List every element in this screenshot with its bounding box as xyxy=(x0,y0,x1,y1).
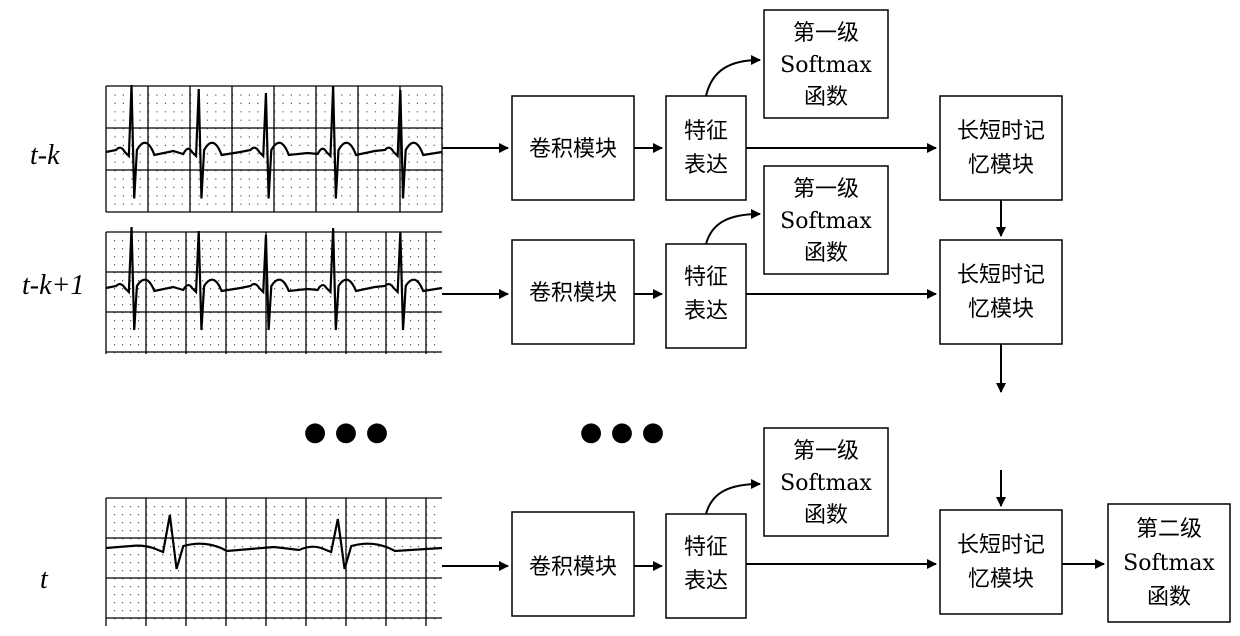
softmax1-label-line2: Softmax xyxy=(780,471,872,496)
softmax1-label-line3: 函数 xyxy=(804,85,848,110)
lstm-label-line2: 忆模块 xyxy=(968,153,1034,178)
ecg-strip-t-k-plus-1 xyxy=(106,227,442,354)
conv-block-label: 卷积模块 xyxy=(529,555,617,580)
softmax1-block-1: 第一级 Softmax 函数 xyxy=(764,10,888,118)
time-label-t-k: t-k xyxy=(30,140,60,171)
softmax1-label-line1: 第一级 xyxy=(793,21,859,46)
conv-block-3: 卷积模块 xyxy=(512,512,634,616)
arrow-feature-to-softmax1-1 xyxy=(706,60,760,96)
conv-block-2: 卷积模块 xyxy=(512,240,634,344)
feature-label-line1: 特征 xyxy=(684,265,728,290)
ecg-grid-dots xyxy=(114,240,435,353)
arrow-feature-to-softmax1-2 xyxy=(706,214,760,244)
lstm-label-line1: 长短时记 xyxy=(957,263,1045,288)
time-label-t-k-plus-1: t-k+1 xyxy=(22,270,84,301)
ecg-strip-t xyxy=(106,498,442,626)
softmax2-block: 第二级 Softmax 函数 xyxy=(1108,504,1230,622)
ecg-trace xyxy=(106,227,442,330)
softmax1-block-2: 第一级 Softmax 函数 xyxy=(764,166,888,274)
feature-block-1: 特征 表达 xyxy=(666,96,746,200)
lstm-label-line1: 长短时记 xyxy=(957,119,1045,144)
softmax2-label-line1: 第二级 xyxy=(1136,517,1202,542)
ellipsis-conv: ● ● ● xyxy=(580,417,665,447)
conv-block-1: 卷积模块 xyxy=(512,96,634,200)
lstm-block-3: 长短时记 忆模块 xyxy=(940,510,1062,614)
ecg-grid-lines xyxy=(106,232,442,354)
feature-label-line1: 特征 xyxy=(684,119,728,144)
lstm-block-2: 长短时记 忆模块 xyxy=(940,240,1062,344)
ecg-strip-t-k xyxy=(106,85,443,212)
softmax2-label-line2: Softmax xyxy=(1123,551,1215,576)
feature-label-line2: 表达 xyxy=(684,569,728,594)
softmax1-label-line1: 第一级 xyxy=(793,439,859,464)
softmax2-label-line3: 函数 xyxy=(1147,585,1191,610)
softmax1-label-line2: Softmax xyxy=(780,209,872,234)
softmax1-label-line3: 函数 xyxy=(804,503,848,528)
feature-label-line2: 表达 xyxy=(684,153,728,178)
softmax1-block-3: 第一级 Softmax 函数 xyxy=(764,428,888,536)
softmax1-label-line2: Softmax xyxy=(780,53,872,78)
conv-block-label: 卷积模块 xyxy=(529,137,617,162)
feature-label-line2: 表达 xyxy=(684,299,728,324)
ecg-grid-dots xyxy=(114,94,443,204)
feature-label-line1: 特征 xyxy=(684,535,728,560)
lstm-label-line2: 忆模块 xyxy=(968,297,1034,322)
ellipsis-ecg: ● ● ● xyxy=(304,417,389,447)
arrow-feature-to-softmax1-3 xyxy=(706,484,760,514)
feature-block-3: 特征 表达 xyxy=(666,514,746,618)
conv-block-label: 卷积模块 xyxy=(529,281,617,306)
time-label-t: t xyxy=(40,564,49,595)
softmax1-label-line1: 第一级 xyxy=(793,177,859,202)
lstm-label-line2: 忆模块 xyxy=(968,567,1034,592)
feature-block-2: 特征 表达 xyxy=(666,244,746,348)
lstm-label-line1: 长短时记 xyxy=(957,533,1045,558)
ecg-grid-dots xyxy=(114,506,435,619)
softmax1-label-line3: 函数 xyxy=(804,241,848,266)
lstm-block-1: 长短时记 忆模块 xyxy=(940,96,1062,200)
